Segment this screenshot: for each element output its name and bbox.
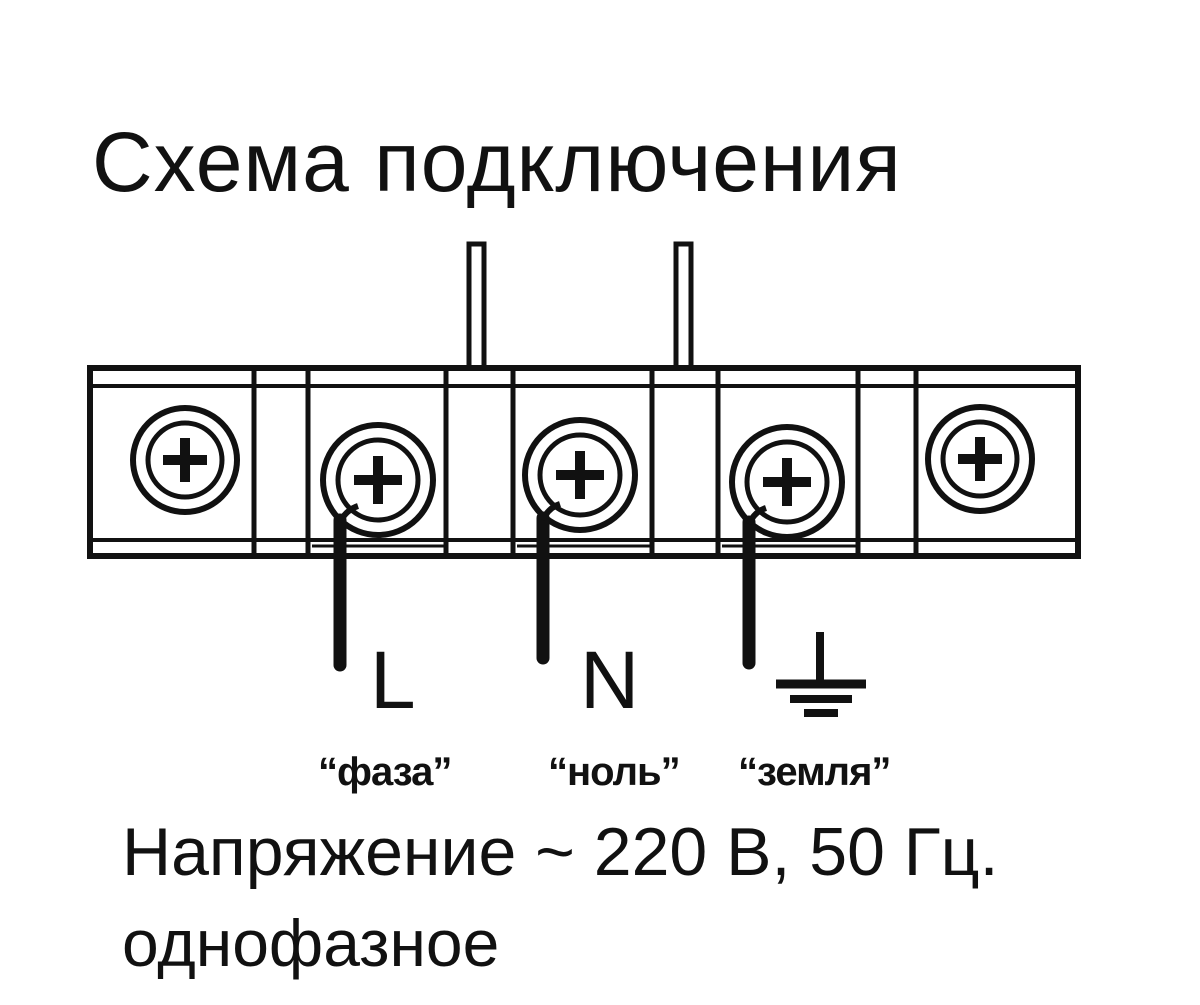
diagram-title: Схема подключения — [92, 115, 902, 209]
voltage-spec: Напряжение ~ 220 В, 50 Гц. — [122, 814, 999, 890]
screw-left-mount — [130, 405, 240, 515]
terminal-letter-n: N — [580, 635, 640, 726]
cross-head-icon — [354, 456, 402, 504]
terminal-label-neutral: “ноль” — [548, 750, 681, 794]
terminal-label-earth: “земля” — [738, 750, 891, 794]
phase-spec: однофазное — [122, 906, 500, 980]
cross-head-icon — [556, 451, 604, 499]
screw-neutral — [522, 417, 638, 533]
mounting-pins — [466, 241, 694, 370]
ground-icon — [776, 632, 866, 717]
cross-head-icon — [163, 438, 207, 482]
cross-head-icon — [958, 437, 1002, 481]
terminal-letter-l: L — [370, 635, 416, 726]
screw-right-mount — [925, 404, 1035, 514]
terminal-label-phase: “фаза” — [318, 750, 452, 794]
cross-head-icon — [763, 458, 811, 506]
mounting-pin-left — [466, 241, 487, 370]
mounting-pin-right — [673, 241, 694, 370]
